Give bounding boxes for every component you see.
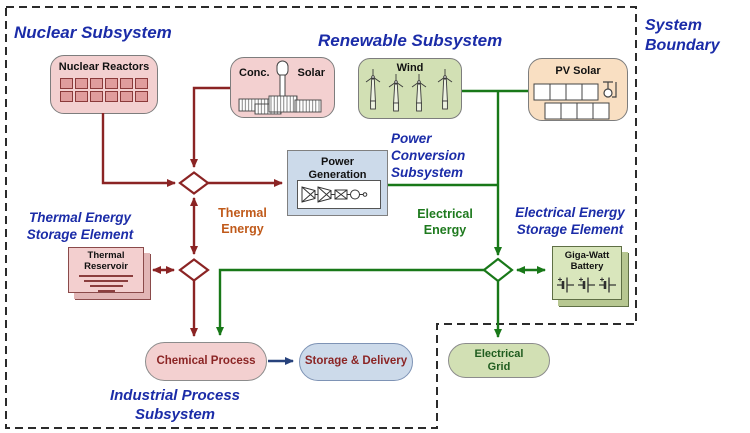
giga-watt-battery-box: Giga-Watt Battery (552, 246, 622, 300)
renewable-subsystem-title: Renewable Subsystem (318, 31, 503, 50)
battery-cells-icon (557, 277, 616, 293)
nuclear-reactor-units-icon (58, 77, 150, 103)
reservoir-levels-icon (69, 274, 143, 293)
pv-solar-box: PV Solar (528, 58, 628, 121)
chemical-process-label: Chemical Process (156, 354, 256, 367)
solar-tower-icon (238, 60, 322, 115)
thermal-storage-junction-diamond (178, 258, 210, 282)
nuclear-reactors-box: Nuclear Reactors (50, 55, 158, 114)
industrial-process-subsystem-title: Industrial Process Subsystem (109, 387, 241, 423)
chemical-process-box: Chemical Process (145, 342, 267, 381)
system-boundary-title: System Boundary (645, 17, 720, 54)
thermal-storage-element-title: Thermal Energy Storage Element (26, 210, 134, 242)
thermal-energy-label: Thermal Energy (218, 206, 267, 236)
electrical-grid-box: Electrical Grid (448, 343, 550, 378)
electrical-junction-diamond (482, 257, 514, 283)
nuclear-reactors-label: Nuclear Reactors (58, 61, 150, 73)
nuclear-subsystem-title: Nuclear Subsystem (14, 23, 172, 42)
thermal-junction-diamond (178, 171, 210, 195)
inverter-icon (603, 81, 617, 98)
wind-box: Wind (358, 58, 462, 119)
storage-delivery-box: Storage & Delivery (299, 343, 413, 381)
electrical-storage-element-title: Electrical Energy Storage Element (515, 205, 625, 237)
storage-delivery-label: Storage & Delivery (304, 355, 408, 368)
turbine-generator-icon (297, 180, 381, 209)
heliostat-field-icon (238, 95, 322, 115)
giga-watt-battery-label: Giga-Watt Battery (564, 250, 610, 272)
wind-turbine-icon (365, 69, 453, 112)
power-generation-label: Power Generation (308, 156, 367, 181)
electrical-energy-label: Electrical Energy (417, 207, 473, 237)
power-generation-box: Power Generation (287, 150, 388, 216)
electrical-grid-label: Electrical Grid (474, 347, 524, 373)
thermal-reservoir-label: Thermal Reservoir (84, 250, 128, 272)
thermal-reservoir-box: Thermal Reservoir (68, 247, 144, 293)
pv-panel-icon (533, 81, 617, 120)
conc-solar-box: Conc. Solar (230, 57, 335, 118)
power-conversion-subsystem-title: Power Conversion Subsystem (391, 131, 466, 180)
